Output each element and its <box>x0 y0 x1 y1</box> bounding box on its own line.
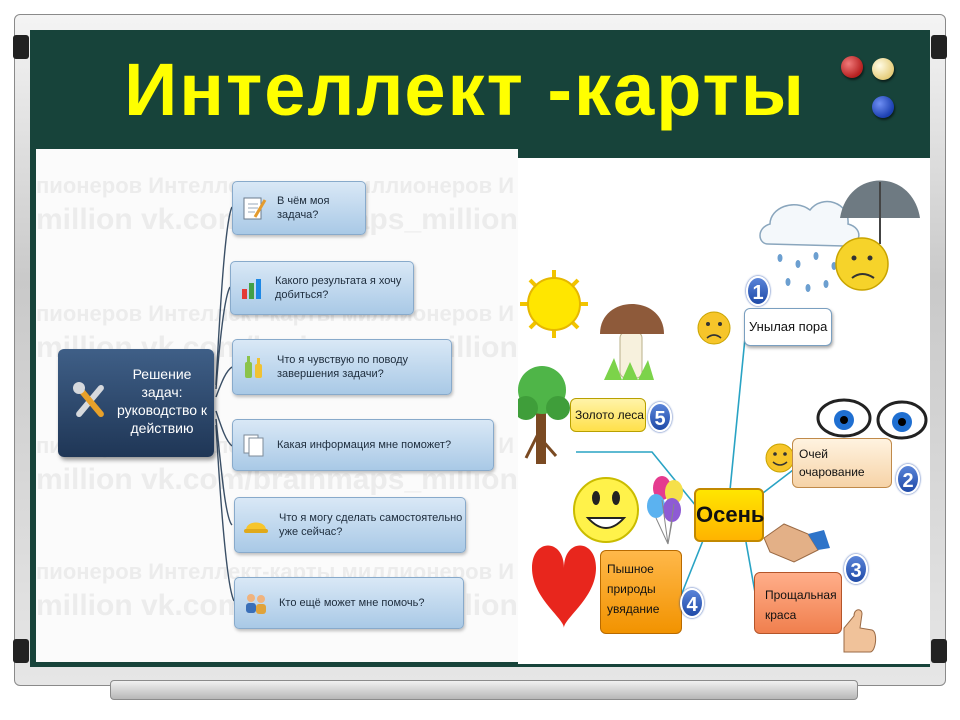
node-label: Очей очарование <box>799 447 865 479</box>
frame-corner <box>931 35 947 59</box>
eyes-icon <box>816 398 928 440</box>
thumbs-up-icon <box>843 609 877 653</box>
mushroom-icon <box>600 304 664 380</box>
node-label: Золото леса <box>575 408 644 422</box>
frame-corner <box>931 639 947 663</box>
balloons-icon <box>647 476 683 545</box>
helmet-icon <box>244 522 268 533</box>
node-label: Пышное природы увядание <box>607 562 660 616</box>
branch-node: Какого результата я хочу добиться? <box>230 261 414 315</box>
bar-chart-icon <box>242 279 261 299</box>
frame-corner <box>13 35 29 59</box>
branch-label: Кто ещё может мне помочь? <box>279 597 425 609</box>
branch-label: Какого результата я хочу добиться? <box>275 275 402 301</box>
people-icon <box>246 594 266 614</box>
branch-label: В чём моя задача? <box>277 195 330 221</box>
number-badge: 5 <box>648 402 672 432</box>
problem-solving-mind-map: пионеров Интеллект-карты миллионеров И m… <box>36 149 518 662</box>
branch-label: Что я чувствую по поводу завершения зада… <box>277 354 409 380</box>
autumn-pictures <box>518 180 928 653</box>
branch-label: Что я могу сделать самостоятельно уже се… <box>279 512 463 538</box>
red-magnet <box>841 56 863 78</box>
smile-icon <box>765 443 795 473</box>
center-node: Осень <box>694 488 764 542</box>
root-node: Решение задач: руководство к действию <box>58 349 214 457</box>
autumn-mind-map: Осень Унылая пора 1 Очей очарование 2 Пр… <box>518 158 930 664</box>
autumn-node-5: Золото леса <box>570 398 646 432</box>
root-label: Решение задач: руководство к действию <box>116 366 208 436</box>
number-badge: 4 <box>680 588 704 618</box>
branch-node: Что я чувствую по поводу завершения зада… <box>232 339 452 395</box>
autumn-node-4: Пышное природы увядание <box>600 550 682 634</box>
node-label: Унылая пора <box>749 319 828 334</box>
branch-node: В чём моя задача? <box>232 181 366 235</box>
page-title: Интеллект -карты <box>124 48 806 131</box>
connector-lines <box>215 206 235 602</box>
bottles-icon <box>245 356 262 378</box>
umbrella-icon <box>840 180 920 244</box>
branch-label: Какая информация мне поможет? <box>277 439 452 451</box>
sad-face-icon <box>835 237 889 291</box>
number-badge: 2 <box>896 464 920 494</box>
sun-icon <box>520 270 588 338</box>
branch-node: Кто ещё может мне помочь? <box>234 577 464 629</box>
autumn-node-3: Прощальная краса <box>754 572 842 634</box>
heart-icon <box>532 545 596 628</box>
number-badge: 3 <box>844 554 868 584</box>
tree-icon <box>518 366 570 464</box>
handshake-icon <box>763 523 830 563</box>
sad-face-icon <box>697 311 731 345</box>
marker-tray <box>110 680 858 700</box>
autumn-node-1: Унылая пора <box>744 308 832 346</box>
cloud-icon <box>759 200 860 292</box>
node-label: Прощальная краса <box>765 588 837 622</box>
notepad-icon <box>243 197 267 220</box>
documents-icon <box>243 434 264 457</box>
branch-node: Какая информация мне поможет? <box>232 419 494 471</box>
frame-corner <box>13 639 29 663</box>
center-label: Осень <box>696 502 765 527</box>
yellow-magnet <box>872 58 894 80</box>
tools-icon <box>73 382 104 418</box>
autumn-node-2: Очей очарование <box>792 438 892 488</box>
number-badge: 1 <box>746 276 770 306</box>
blue-magnet <box>872 96 894 118</box>
smile-icon <box>573 477 639 543</box>
branch-node: Что я могу сделать самостоятельно уже се… <box>234 497 466 553</box>
